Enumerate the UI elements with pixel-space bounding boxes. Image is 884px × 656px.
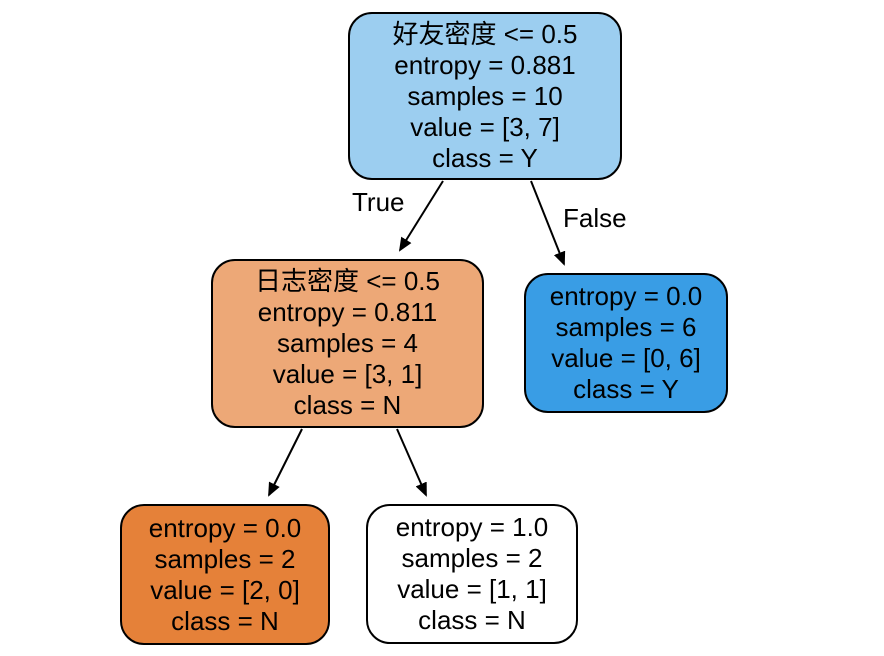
tree-node-root: 好友密度 <= 0.5 entropy = 0.881 samples = 10…	[348, 12, 622, 180]
node-value: value = [2, 0]	[150, 574, 300, 605]
node-samples: samples = 6	[555, 312, 697, 342]
node-class: class = N	[293, 390, 402, 420]
node-class: class = N	[171, 605, 279, 636]
node-class: class = Y	[432, 142, 538, 173]
edge-label-true: True	[352, 187, 405, 217]
node-condition: 日志密度 <= 0.5	[255, 266, 440, 296]
node-class: class = Y	[573, 374, 679, 404]
edge-root-to-left	[398, 180, 444, 252]
node-value: value = [0, 6]	[551, 343, 701, 373]
node-entropy: entropy = 0.0	[549, 281, 703, 311]
edge-label-false: False	[563, 203, 627, 233]
node-entropy: entropy = 0.811	[257, 297, 438, 327]
node-condition: 好友密度 <= 0.5	[392, 18, 578, 49]
tree-node-leaf-right: entropy = 1.0 samples = 2 value = [1, 1]…	[366, 504, 578, 644]
tree-node-leaf-left: entropy = 0.0 samples = 2 value = [2, 0]…	[120, 504, 330, 645]
tree-node-right: entropy = 0.0 samples = 6 value = [0, 6]…	[524, 273, 728, 413]
node-value: value = [3, 1]	[272, 359, 423, 389]
node-samples: samples = 10	[407, 80, 563, 111]
edge-root-to-right	[530, 180, 566, 266]
tree-node-left: 日志密度 <= 0.5 entropy = 0.811 samples = 4 …	[211, 259, 484, 428]
node-samples: samples = 2	[154, 543, 296, 574]
node-value: value = [1, 1]	[397, 574, 547, 604]
node-samples: samples = 4	[277, 328, 418, 358]
node-samples: samples = 2	[401, 543, 543, 573]
node-entropy: entropy = 1.0	[395, 512, 549, 542]
node-entropy: entropy = 0.881	[394, 49, 576, 80]
edge-left-to-leaf-left	[268, 428, 303, 497]
node-value: value = [3, 7]	[410, 111, 560, 142]
node-entropy: entropy = 0.0	[148, 512, 302, 543]
edge-left-to-leaf-right	[396, 428, 427, 497]
node-class: class = N	[418, 605, 526, 635]
